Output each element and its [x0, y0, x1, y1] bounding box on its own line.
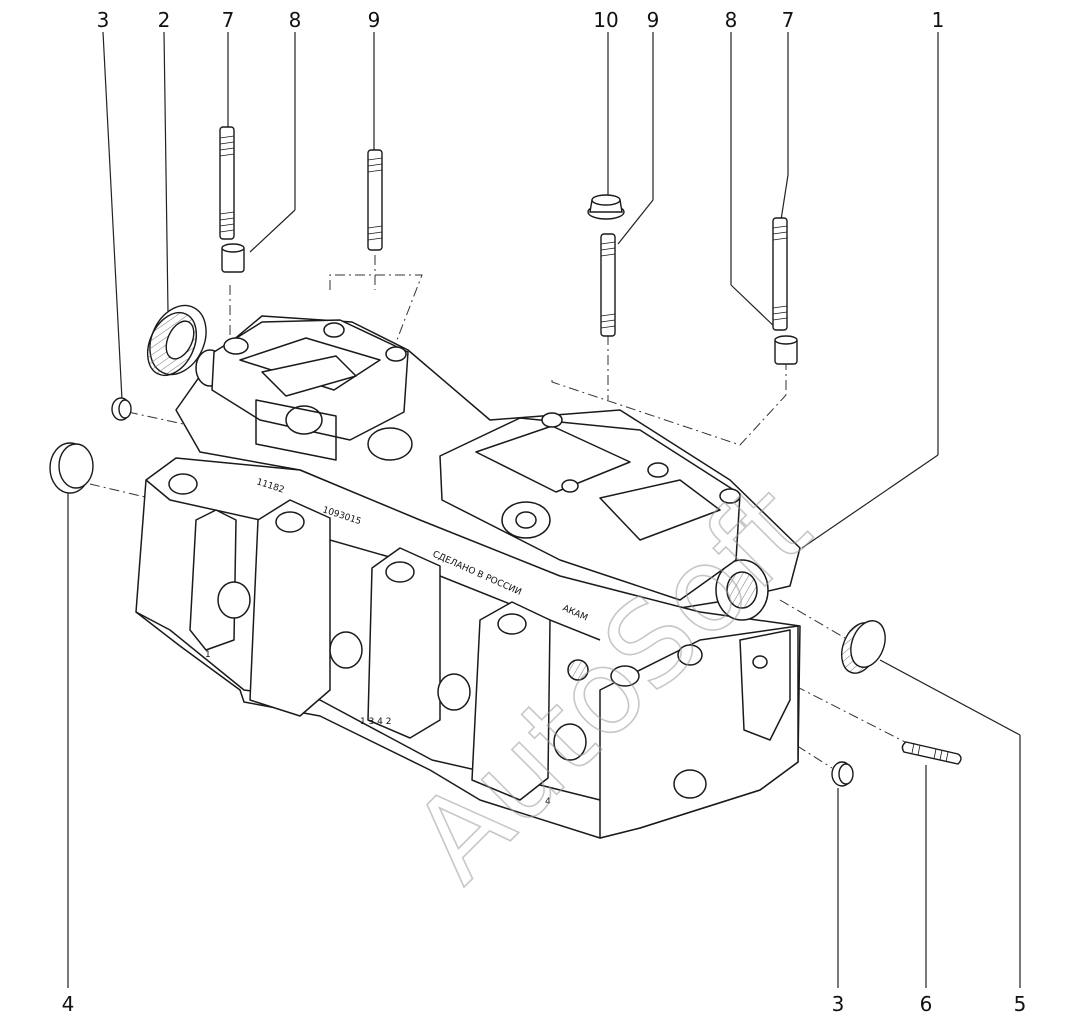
callout-8-left: 8: [288, 8, 302, 32]
sleeve-8-left: [221, 243, 245, 273]
cam-housing-right: [439, 412, 741, 601]
stud-6: [901, 741, 962, 765]
callout-8-right: 8: [724, 8, 738, 32]
callout-7-right: 7: [781, 8, 795, 32]
callout-3-top: 3: [96, 8, 110, 32]
cast-cyl-right: 4: [545, 797, 551, 807]
callout-3-bottom: 3: [831, 992, 845, 1016]
callout-4: 4: [61, 992, 75, 1016]
plug-3-bottom: [831, 761, 854, 787]
callout-9-left: 9: [367, 8, 381, 32]
stud-7-left: [219, 126, 235, 240]
callout-9-right: 9: [646, 8, 660, 32]
callout-6: 6: [919, 992, 933, 1016]
cam-housing-left: [211, 319, 413, 461]
stud-7-right: [772, 217, 788, 331]
sleeve-8-right: [774, 335, 798, 365]
callout-10: 10: [593, 8, 619, 32]
plug-5: [841, 620, 886, 674]
cast-cyl-left: 1: [205, 650, 211, 660]
cast-cyl-order: 1 3 4 2: [360, 717, 392, 727]
callout-2: 2: [157, 8, 171, 32]
plug-3-top: [111, 397, 132, 421]
oil-seal-2: [146, 304, 207, 377]
callout-5: 5: [1013, 992, 1027, 1016]
leader-lines: [67, 31, 1021, 988]
stud-9-right: [600, 233, 616, 337]
nut-10: [587, 194, 625, 220]
callout-1: 1: [931, 8, 945, 32]
plug-4: [49, 442, 94, 494]
callout-7-left: 7: [221, 8, 235, 32]
stud-9-left: [367, 149, 383, 251]
